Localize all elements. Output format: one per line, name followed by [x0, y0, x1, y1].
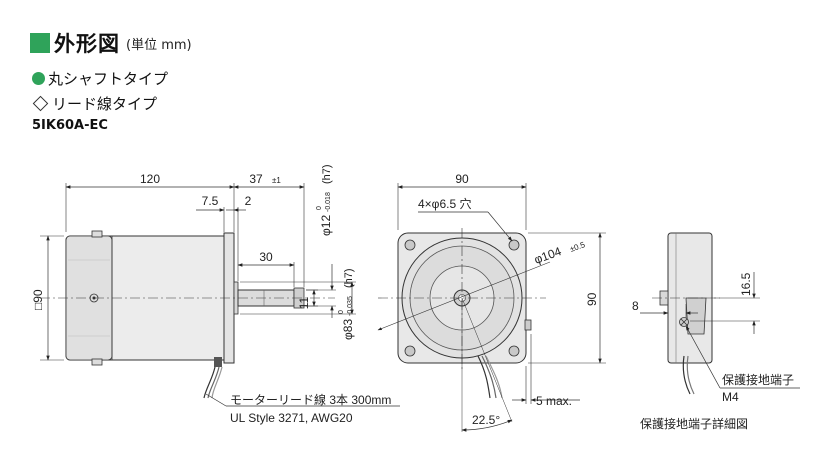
- terminal-detail-caption: 保護接地端子詳細図: [640, 416, 748, 431]
- variant-shaft-label: 丸シャフトタイプ: [48, 70, 169, 88]
- dim-shaft-flat: 30: [259, 250, 273, 264]
- dim-body-square: □90: [31, 289, 45, 310]
- green-circle-icon: [32, 72, 45, 85]
- dim-shaft-extension-tol: ±1: [272, 176, 281, 185]
- section-header: 外形図 (単位 mm): [30, 28, 192, 58]
- dim-pcd: φ104: [532, 244, 563, 267]
- holes-label: 4×φ6.5 穴: [418, 196, 471, 211]
- dim-flange: 7.5: [202, 194, 219, 208]
- variant-shaft: 丸シャフトタイプ: [32, 68, 168, 89]
- dim-pilot-tol-lower: -0.035: [347, 296, 354, 316]
- dim-shaft-extension: 37: [249, 172, 263, 186]
- variant-lead: リード線タイプ: [32, 93, 157, 114]
- dim-pilot-tol-upper: 0: [338, 310, 345, 314]
- dim-total-length: 120: [140, 172, 160, 186]
- unit-label: (単位 mm): [126, 37, 192, 53]
- dim-key-height: 11: [297, 296, 311, 309]
- dim-front-width: 90: [455, 172, 469, 186]
- lead-wire-label: モーターリード線 3本 300mm: [230, 392, 391, 407]
- lead-wire-spec: UL Style 3271, AWG20: [230, 411, 353, 425]
- dim-pilot-dia: φ83: [341, 319, 355, 340]
- green-square-icon: [30, 33, 50, 53]
- front-view: 90 90 4×φ6.5 穴 φ104 ±0.5 22.5° 5 max.: [377, 172, 606, 432]
- dim-lead-angle: 22.5°: [472, 413, 500, 427]
- dim-front-height: 90: [585, 292, 599, 306]
- dim-pcd-tol: ±0.5: [569, 240, 587, 254]
- side-view: 120 37 ±1 7.5 2 30 11 φ12 0 -0.018 (h7): [31, 164, 400, 425]
- dim-protrusion: 5 max.: [536, 394, 572, 408]
- dim-shaft-tol-upper: 0: [316, 206, 323, 210]
- model-number: 5IK60A-EC: [32, 118, 108, 133]
- page-title: 外形図: [54, 32, 120, 56]
- terminal-label: 保護接地端子: [722, 372, 794, 387]
- dim-terminal-height: 16.5: [739, 272, 753, 296]
- dim-pilot-fit: (h7): [343, 268, 355, 288]
- dim-shaft-fit: (h7): [321, 164, 333, 184]
- terminal-detail: 16.5 8 保護接地端子 M4 保護接地端子詳細図: [632, 232, 800, 431]
- terminal-screw-label: M4: [722, 390, 739, 404]
- variant-lead-label: リード線タイプ: [52, 95, 158, 113]
- dim-pilot: 2: [245, 194, 252, 208]
- dim-shaft-tol-lower: -0.018: [325, 192, 332, 212]
- dim-shaft-dia: φ12: [319, 215, 333, 236]
- dim-terminal-offset: 8: [632, 299, 639, 313]
